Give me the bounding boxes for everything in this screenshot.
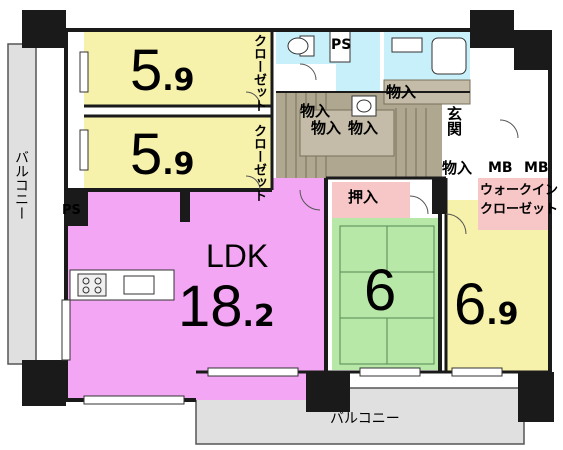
walkin-label-line1: ウォークイン bbox=[480, 183, 559, 198]
balcony-left bbox=[7, 43, 37, 365]
windows bbox=[61, 51, 503, 405]
ps-top-label: PS bbox=[331, 37, 352, 53]
corridor-flooring bbox=[285, 92, 427, 178]
western-room-1-size: 5.9 bbox=[130, 38, 195, 103]
mb-label-2: MB bbox=[524, 160, 549, 176]
oshiire-label: 押入 bbox=[348, 188, 379, 206]
walkin-closet bbox=[478, 178, 550, 230]
western-room-2 bbox=[84, 116, 246, 190]
storage-label-e: 物入 bbox=[442, 159, 473, 177]
storage-label-b: 物入 bbox=[300, 102, 331, 120]
ldk-room-upper bbox=[272, 178, 326, 192]
storage-center bbox=[299, 109, 395, 157]
ldk-name: LDK bbox=[206, 238, 269, 274]
bathtub-fixture bbox=[391, 37, 467, 75]
closet-top bbox=[246, 30, 272, 106]
pillars bbox=[22, 10, 554, 422]
closet-mid-label: クローゼット bbox=[251, 124, 266, 202]
toilet-fixture bbox=[287, 35, 315, 57]
western-room-3-size: 6.9 bbox=[454, 272, 519, 337]
balcony-bottom-label: バルコニー bbox=[330, 411, 400, 427]
western-room-1 bbox=[84, 30, 246, 106]
oshiire-closet bbox=[332, 182, 410, 218]
storage-label-a: 物入 bbox=[386, 83, 417, 101]
tatami-lines bbox=[339, 225, 435, 365]
storage-label-d: 物入 bbox=[348, 119, 379, 137]
ps-ldk-label: PS bbox=[62, 203, 81, 218]
japanese-room-size: 6 bbox=[364, 258, 397, 323]
entrance-label: 玄関 bbox=[445, 106, 463, 136]
kitchen-counter bbox=[69, 269, 175, 301]
closet-mid bbox=[246, 116, 272, 190]
sink-fixture bbox=[351, 95, 377, 117]
balcony-left-label: バルコニー bbox=[13, 150, 29, 220]
western-room-2-size: 5.9 bbox=[130, 122, 195, 187]
door-swings bbox=[245, 63, 519, 235]
closet-top-label: クローゼット bbox=[251, 34, 266, 112]
storage-label-c: 物入 bbox=[311, 119, 342, 137]
ldk-size: 18.2 bbox=[178, 274, 275, 339]
japanese-room bbox=[332, 218, 440, 370]
mb-label-1: MB bbox=[488, 160, 513, 176]
walkin-label-line2: クローゼット bbox=[480, 202, 559, 217]
